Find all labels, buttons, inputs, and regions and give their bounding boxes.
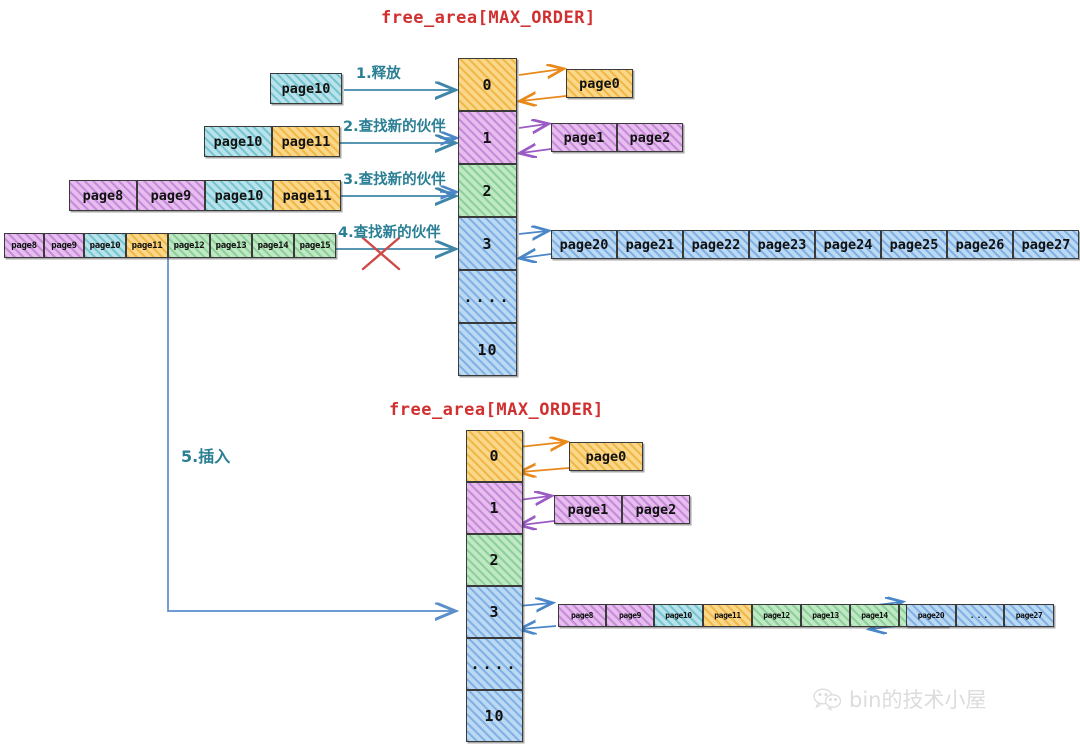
input-row4-page8[interactable]: page8	[4, 233, 44, 258]
input-row4-page11[interactable]: page11	[126, 233, 168, 258]
top-order3-page20[interactable]: page20	[551, 230, 617, 259]
input-row3-page10[interactable]: page10	[205, 180, 273, 211]
step-label-2: 2.查找新的伙伴	[343, 119, 446, 135]
bottom-order1-arrows	[519, 496, 554, 525]
step-label-1: 1.释放	[356, 66, 401, 82]
input-row4-page12[interactable]: page12	[168, 233, 210, 258]
top-order-cell-3[interactable]: 3	[458, 217, 517, 270]
failed-merge-cross	[361, 236, 401, 271]
input-row3-page9[interactable]: page9	[137, 180, 205, 211]
input-row3-page8[interactable]: page8	[69, 180, 137, 211]
top-order1-arrows	[519, 124, 551, 153]
bottom-order3-page14[interactable]: page14	[850, 604, 899, 627]
bottom-order-cell-3[interactable]: 3	[466, 586, 523, 638]
bottom-order-cell-ellipsis[interactable]: ....	[466, 638, 523, 690]
top-order1-page1[interactable]: page1	[551, 123, 617, 152]
top-order-cell-1[interactable]: 1	[458, 111, 517, 164]
input-row2-page11[interactable]: page11	[272, 126, 340, 157]
wechat-icon	[812, 687, 842, 711]
bottom-order-cell-10[interactable]: 10	[466, 690, 523, 742]
top-order3-page26[interactable]: page26	[947, 230, 1013, 259]
top-order3-arrows	[519, 231, 551, 258]
bottom-order3-page12[interactable]: page12	[752, 604, 801, 627]
bottom-order3-page20[interactable]: page20	[906, 604, 956, 627]
bottom-order-cell-0[interactable]: 0	[466, 430, 523, 482]
watermark-text: bin的技术小屋	[849, 688, 987, 712]
top-order0-arrows	[519, 69, 566, 101]
step-label-5: 5.插入	[181, 447, 231, 466]
top-order3-page23[interactable]: page23	[749, 230, 815, 259]
bottom-order0-arrows	[519, 442, 569, 472]
top-order3-page22[interactable]: page22	[683, 230, 749, 259]
input-row4-page10[interactable]: page10	[84, 233, 126, 258]
top-order-cell-0[interactable]: 0	[458, 58, 517, 111]
input-row4-page13[interactable]: page13	[210, 233, 252, 258]
bottom-title: free_area[MAX_ORDER]	[389, 400, 604, 420]
top-title: free_area[MAX_ORDER]	[381, 8, 596, 28]
input-row4-page14[interactable]: page14	[252, 233, 294, 258]
input-row4-page9[interactable]: page9	[44, 233, 84, 258]
top-order-cell-2[interactable]: 2	[458, 164, 517, 217]
top-order3-page21[interactable]: page21	[617, 230, 683, 259]
input-row4-page15[interactable]: page15	[294, 233, 336, 258]
top-order1-page2[interactable]: page2	[617, 123, 683, 152]
bottom-order1-page2[interactable]: page2	[622, 495, 690, 524]
bottom-order3-page11[interactable]: page11	[703, 604, 752, 627]
input-row3-page11[interactable]: page11	[273, 180, 341, 211]
top-order3-page27[interactable]: page27	[1013, 230, 1079, 259]
top-order3-page25[interactable]: page25	[881, 230, 947, 259]
bottom-order1-page1[interactable]: page1	[554, 495, 622, 524]
top-order3-page24[interactable]: page24	[815, 230, 881, 259]
bottom-order3-page10[interactable]: page10	[654, 604, 703, 627]
bottom-order-cell-1[interactable]: 1	[466, 482, 523, 534]
top-order-cell-ellipsis[interactable]: ....	[458, 270, 517, 323]
bottom-order3-page13[interactable]: page13	[801, 604, 850, 627]
step-label-3: 3.查找新的伙伴	[343, 172, 446, 188]
step-label-4: 4.查找新的伙伴	[338, 225, 441, 241]
bottom-order3-page9[interactable]: page9	[606, 604, 654, 627]
input-row1-page10[interactable]: page10	[270, 73, 342, 104]
input-row2-page10[interactable]: page10	[204, 126, 272, 157]
bottom-order3-page8[interactable]: page8	[558, 604, 606, 627]
bottom-order-cell-2[interactable]: 2	[466, 534, 523, 586]
watermark: bin的技术小屋	[812, 684, 986, 714]
top-order0-page0[interactable]: page0	[566, 69, 633, 98]
bottom-order3-ellipsis[interactable]: ...	[956, 604, 1004, 627]
bottom-order0-page0[interactable]: page0	[569, 442, 643, 471]
bottom-order3-page27[interactable]: page27	[1004, 604, 1054, 627]
top-order-cell-10[interactable]: 10	[458, 323, 517, 376]
step5-insert-path	[167, 258, 452, 611]
